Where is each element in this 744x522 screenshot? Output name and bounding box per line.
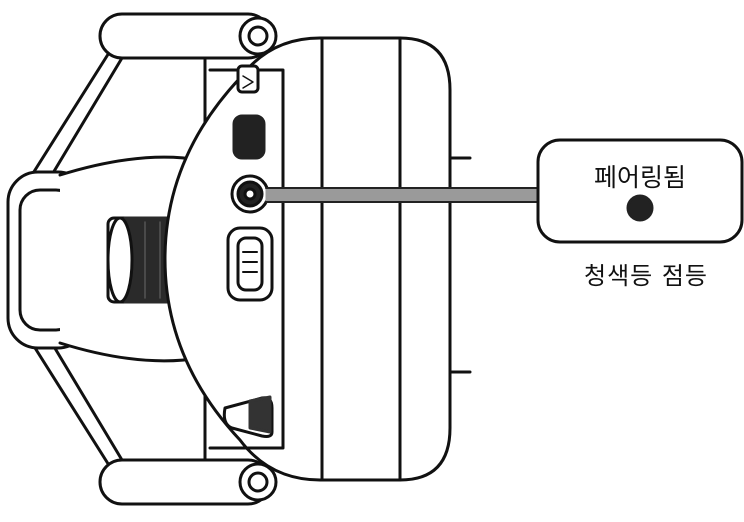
pairing-status-label: 페어링됨 [593, 163, 686, 192]
light-status-caption: 청색등 점등 [583, 262, 709, 290]
callout-box [536, 138, 744, 244]
headband [28, 12, 278, 506]
status-light-dot [626, 194, 654, 222]
leader-line [265, 187, 543, 203]
right-ear-cup [163, 36, 472, 482]
